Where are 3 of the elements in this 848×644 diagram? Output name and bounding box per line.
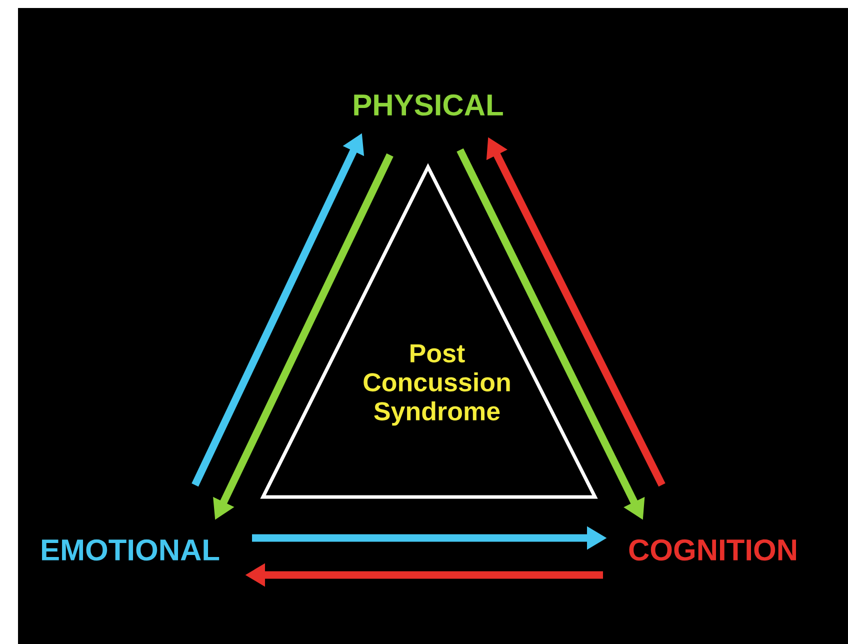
- name-label: COGNITION: [629, 539, 796, 561]
- name-label: PHYSICAL: [354, 94, 503, 116]
- name-label: EMOTIONAL: [42, 539, 220, 561]
